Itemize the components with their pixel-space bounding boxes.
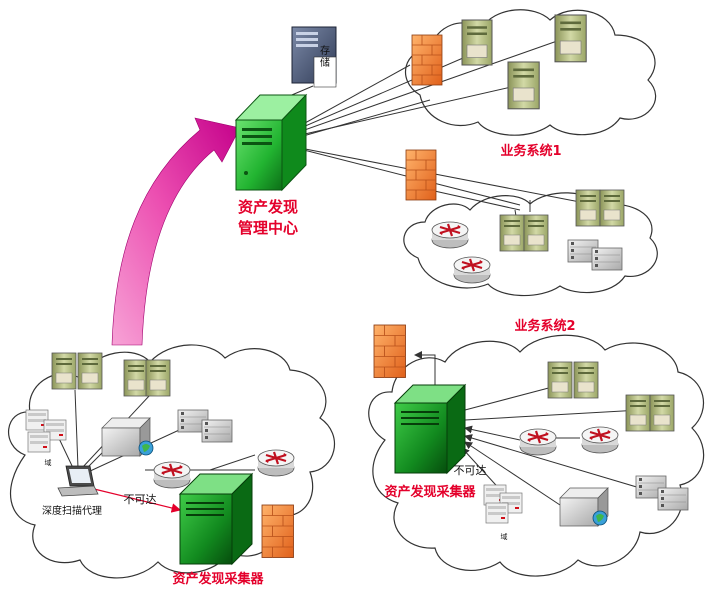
left-router-2 bbox=[256, 448, 296, 478]
biz1-label: 业务系统1 bbox=[500, 143, 561, 159]
left-firewall bbox=[261, 504, 294, 558]
biz2-server-pair bbox=[499, 214, 549, 252]
right-router-1 bbox=[518, 427, 558, 457]
right-server-pair-2 bbox=[625, 394, 675, 432]
unreachable-label-right: 不可达 bbox=[454, 464, 487, 477]
laptop-icon bbox=[57, 465, 99, 497]
biz2-firewall bbox=[405, 149, 437, 201]
biz2-server-top bbox=[575, 189, 625, 227]
unreachable-label-left: 不可达 bbox=[124, 493, 157, 506]
upload-arrow bbox=[111, 117, 241, 346]
left-collector-server bbox=[178, 472, 254, 566]
biz2-router-2 bbox=[452, 255, 492, 285]
right-collector-label: 资产发现采集器 bbox=[384, 484, 476, 500]
storage-server bbox=[291, 26, 337, 88]
biz2-label: 业务系统2 bbox=[514, 318, 575, 334]
domain-label-right: 域 bbox=[501, 532, 508, 541]
right-collector-lines bbox=[414, 351, 641, 506]
connection-lines bbox=[292, 39, 581, 229]
center-label-line2: 管理中心 bbox=[238, 219, 298, 237]
left-server-pair-2 bbox=[123, 359, 171, 397]
biz1-firewall bbox=[411, 34, 443, 86]
unreachable-arrow-left bbox=[89, 487, 182, 513]
left-router-1 bbox=[152, 460, 192, 490]
left-globe-server bbox=[101, 417, 154, 457]
right-globe-server bbox=[559, 487, 609, 527]
right-router-2 bbox=[580, 425, 620, 455]
deep-scan-label: 深度扫描代理 bbox=[42, 504, 102, 517]
biz1-server-2 bbox=[554, 14, 587, 63]
biz1-server-1 bbox=[461, 19, 493, 66]
biz1-server-3 bbox=[507, 61, 540, 110]
right-firewall bbox=[373, 324, 406, 378]
storage-label-1: 存 bbox=[320, 44, 330, 57]
biz2-router-1 bbox=[430, 220, 470, 250]
center-label-line1: 资产发现 bbox=[238, 198, 298, 216]
domain-label-left: 域 bbox=[45, 458, 52, 467]
right-collector-server bbox=[393, 383, 467, 475]
management-center-server bbox=[234, 93, 308, 192]
storage-label-2: 储 bbox=[320, 56, 330, 69]
left-collector-label: 资产发现采集器 bbox=[172, 571, 264, 587]
